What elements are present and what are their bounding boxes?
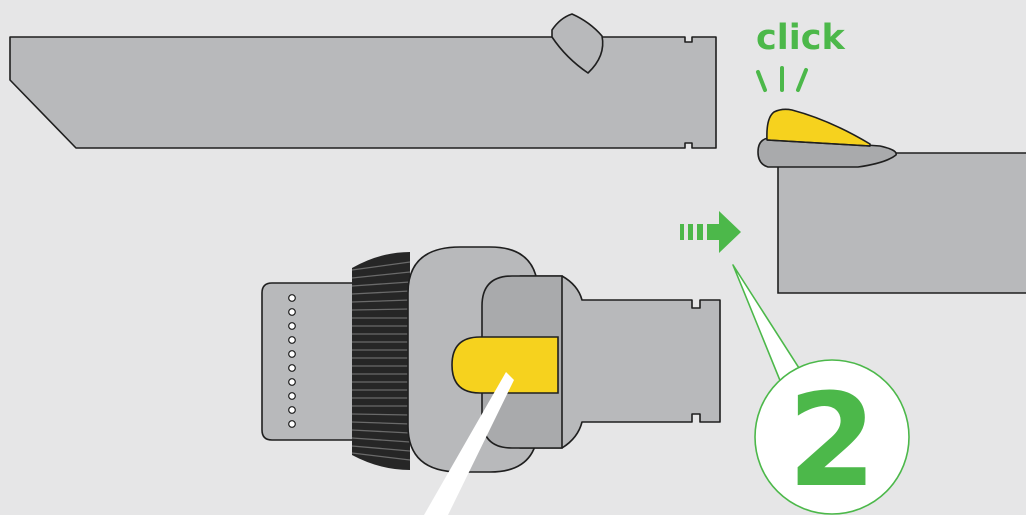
crevice-tool-body [9,36,717,149]
vent-hole [288,350,296,358]
vent-hole [288,406,296,414]
latch-lip [766,139,871,147]
crevice-tool-fin [551,13,604,74]
vent-hole [288,392,296,400]
brush-neck [519,275,721,449]
vent-hole [288,420,296,428]
brush-vent-holes [288,294,296,428]
brush-tool [261,246,721,473]
callout-seam [795,392,814,402]
brush-release-button [451,336,559,394]
click-label: click [756,18,845,58]
brush-back-plate [261,282,363,441]
wand-end [757,108,1026,294]
arrow-head [719,211,741,253]
pointer-wedge [424,372,514,515]
vent-hole [288,364,296,372]
callout-circle: 2 [732,264,910,515]
arrow-dash-2 [688,224,693,240]
click-motion-lines [756,66,808,92]
bristle-stripes [351,261,411,461]
arrow-dash-1 [680,224,684,240]
arrow-dash-3 [697,224,703,240]
step-number: 2 [787,367,876,515]
release-latch [766,108,871,147]
push-arrow-icon [680,211,741,253]
arrow-shaft [707,224,719,240]
vent-hole [288,322,296,330]
crevice-tool [9,13,717,149]
brush-bristles [352,252,410,470]
click-line-left [756,70,767,92]
vent-hole [288,294,296,302]
wand-body [777,152,1026,294]
vent-hole [288,378,296,386]
click-line-right [796,68,808,92]
vent-hole [288,308,296,316]
vent-hole [288,336,296,344]
callout-disc [754,359,910,515]
